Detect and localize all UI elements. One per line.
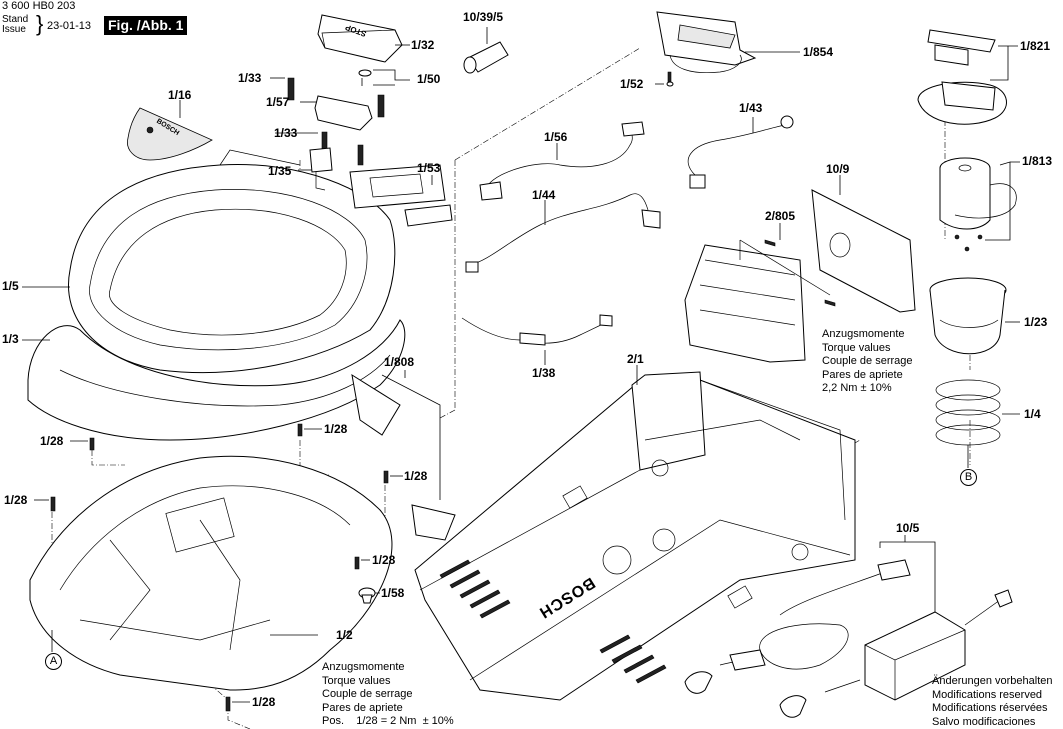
part-label-1-28-bottom: 1/28 — [252, 695, 276, 709]
part-label-1-854: 1/854 — [803, 45, 834, 59]
torque-note-line: Anzugsmomente — [322, 661, 405, 673]
cable-1-43 — [687, 115, 794, 189]
part-label-1-28-center: 1/28 — [324, 422, 348, 436]
display-panel-1-53 — [349, 164, 453, 227]
board-1-854 — [656, 11, 800, 74]
part-label-1-808: 1/808 — [384, 355, 415, 369]
part-label-1-33-lower: 1/33 — [274, 126, 298, 140]
screws-1-28 — [34, 423, 403, 712]
cable-1-56 — [479, 121, 645, 201]
part-label-10-39-5: 10/39/5 — [463, 10, 504, 24]
part-label-1-821: 1/821 — [1020, 39, 1051, 53]
torque-note-line: Anzugsmomente — [822, 328, 905, 340]
figure-title: Fig. /Abb. 1 — [104, 16, 188, 35]
part-label-1-23: 1/23 — [1024, 315, 1048, 329]
part-label-1-53: 1/53 — [417, 161, 441, 175]
reference-marker-b: B — [960, 469, 977, 486]
part-label-1-2: 1/2 — [336, 628, 353, 642]
part-label-1-44: 1/44 — [532, 188, 556, 202]
torque-note-line: Torque values — [822, 341, 891, 354]
connector-10-39-5 — [463, 27, 509, 74]
issue-date: 23-01-13 — [47, 20, 92, 32]
cable-1-44 — [465, 193, 661, 273]
torque-note-line: Couple de serrage — [822, 355, 913, 367]
part-label-10-9: 10/9 — [826, 162, 850, 176]
torque-note-right: Anzugsmomente Torque values Couple de se… — [822, 328, 913, 396]
power-supply-10-5 — [684, 535, 1013, 718]
cable-1-38 — [461, 314, 613, 365]
torque-note-line: Couple de serrage — [322, 688, 413, 700]
motor-housing-1-23 — [929, 277, 1020, 355]
issue-label: Issue — [2, 24, 26, 35]
part-label-2-1: 2/1 — [627, 352, 644, 366]
stand-label: Stand — [2, 14, 29, 25]
part-label-1-28-right: 1/28 — [404, 469, 428, 483]
label-leader-lines — [22, 44, 969, 468]
bosch-decal-1-16 — [127, 107, 213, 161]
chassis-1-2 — [29, 455, 393, 691]
torque-note-line: Pares de apriete — [322, 701, 403, 714]
part-label-1-38: 1/38 — [532, 366, 556, 380]
part-label-2-805: 2/805 — [765, 209, 796, 223]
torque-note-line: Torque values — [322, 674, 391, 687]
lower-cover-1-3 — [27, 319, 406, 441]
part-label-1-52: 1/52 — [620, 77, 644, 91]
part-label-1-813: 1/813 — [1022, 154, 1053, 168]
part-label-1-56: 1/56 — [544, 130, 568, 144]
torque-note-line: Pos. 1/28 = 2 Nm ± 10% — [322, 715, 454, 727]
part-label-1-5: 1/5 — [2, 279, 19, 293]
modifications-note-line: Änderungen vorbehalten — [932, 675, 1053, 687]
stop-button-assembly — [287, 14, 403, 191]
upper-cover-1-5 — [68, 149, 396, 374]
part-label-1-16: 1/16 — [168, 88, 192, 102]
motor-cover-1-821 — [917, 29, 1018, 125]
part-label-1-28-lower-right: 1/28 — [372, 553, 396, 567]
part-label-1-32: 1/32 — [411, 38, 435, 52]
stand-issue-label: Stand Issue — [2, 15, 28, 35]
part-label-1-35: 1/35 — [268, 164, 292, 178]
housing-2-805 — [684, 239, 836, 363]
torque-note-bottom: Anzugsmomente Torque values Couple de se… — [322, 661, 454, 729]
part-label-1-4: 1/4 — [1024, 407, 1041, 421]
reference-marker-a: A — [45, 653, 62, 670]
motor-1-813 — [939, 157, 1020, 252]
part-label-1-43: 1/43 — [739, 101, 763, 115]
modifications-note-line: Salvo modificaciones — [932, 715, 1036, 728]
part-label-1-28-left-upper: 1/28 — [40, 434, 64, 448]
base-vent-slots — [439, 559, 667, 684]
part-label-1-50: 1/50 — [417, 72, 441, 86]
part-label-1-57: 1/57 — [266, 95, 290, 109]
part-label-1-28-left-lower: 1/28 — [4, 493, 28, 507]
base-station-2-1 — [414, 365, 856, 701]
torque-note-line: 2,2 Nm ± 10% — [822, 382, 892, 394]
part-label-1-3: 1/3 — [2, 332, 19, 346]
part-label-10-5: 10/5 — [896, 521, 920, 535]
part-label-1-58: 1/58 — [381, 586, 405, 600]
foot-1-58 — [358, 587, 380, 604]
document-number: 3 600 HB0 203 — [2, 0, 76, 12]
sensor-wedges-1-808 — [351, 370, 456, 541]
torque-note-line: Pares de apriete — [822, 368, 903, 381]
modifications-note: Änderungen vorbehalten Modifications res… — [932, 675, 1052, 729]
cover-10-9 — [811, 175, 916, 313]
screw-1-52 — [655, 71, 674, 87]
modifications-note-line: Modifications réservées — [932, 702, 1048, 714]
brace-symbol: } — [36, 11, 44, 36]
spring-1-4 — [935, 379, 1020, 446]
part-label-1-33: 1/33 — [238, 71, 262, 85]
modifications-note-line: Modifications reserved — [932, 688, 1043, 701]
